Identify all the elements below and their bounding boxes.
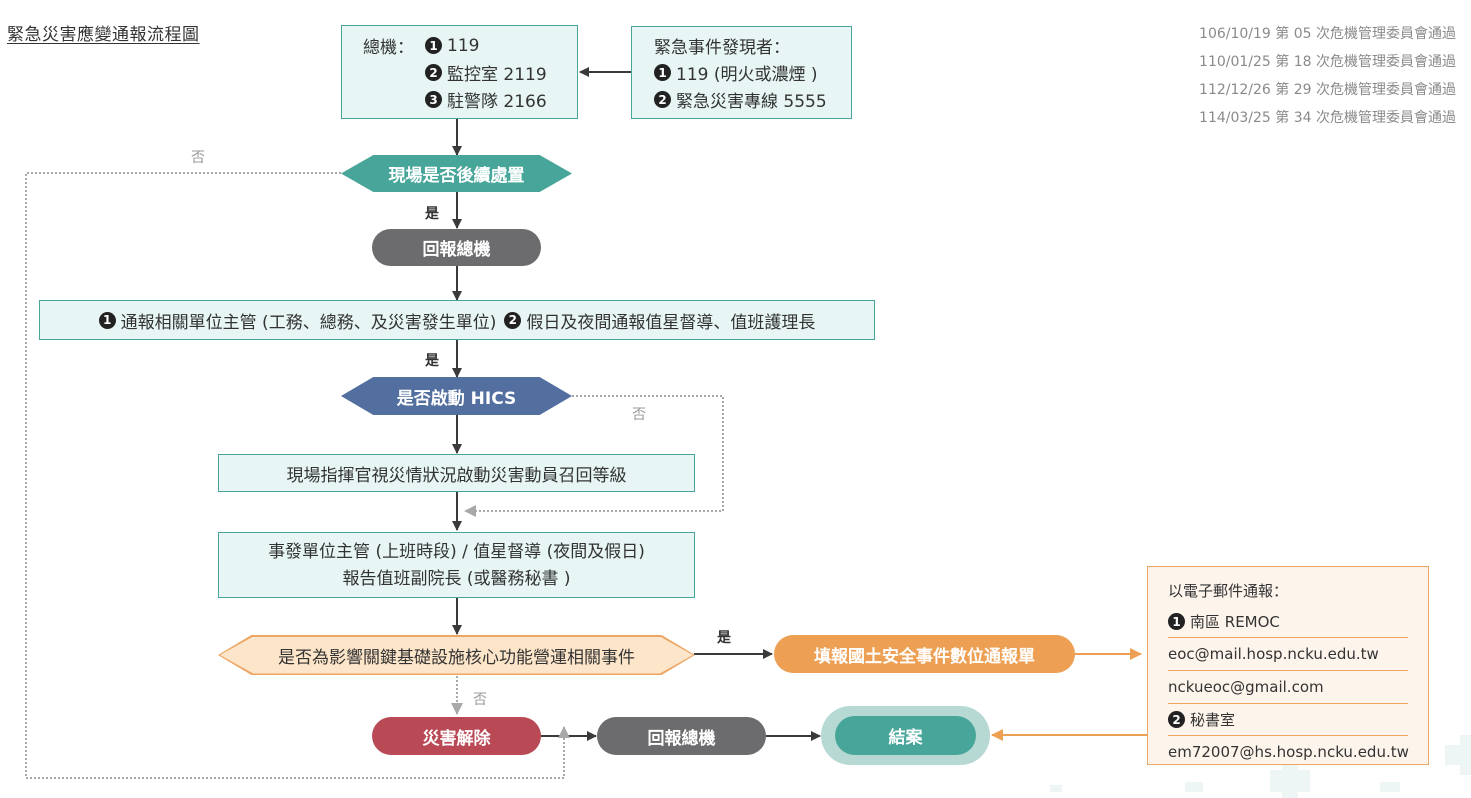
switchboard-item: 監控室 2119 — [447, 65, 547, 85]
vp-report-box: 事發單位主管 (上班時段) / 值星督導 (夜間及假日) 報告值班副院長 (或醫… — [218, 532, 695, 598]
number-badge-icon: 2 — [504, 311, 522, 329]
commander-box: 現場指揮官視災情狀況啟動災害動員召回等級 — [218, 454, 695, 492]
notify-box: 1 通報相關單位主管 (工務、總務、及災害發生單位) 2 假日及夜間通報值星督導… — [39, 300, 875, 340]
number-badge-icon: 1 — [98, 311, 116, 329]
node-label: 回報總機 — [422, 240, 491, 260]
node-report-switchboard[interactable]: 回報總機 — [372, 229, 541, 266]
decision-label: 是否為影響關鍵基礎設施核心功能營運相關事件 — [278, 647, 635, 668]
discoverer-item: 119 (明火或濃煙 ) — [676, 65, 818, 85]
node-label: 回報總機 — [647, 728, 716, 749]
discoverer-item: 緊急災害專線 5555 — [676, 92, 827, 112]
discoverer-label: 緊急事件發現者： — [654, 38, 790, 58]
decorative-cross — [1185, 782, 1203, 792]
email-address-link[interactable]: nckueoc@gmail.com — [1168, 678, 1324, 696]
revision-note: 106/10/19 第 05 次危機管理委員會通過 — [1199, 26, 1456, 42]
decision-hics[interactable]: 是否啟動 HICS — [341, 377, 572, 415]
switchboard-label: 總機： — [363, 38, 414, 58]
node-label: 結案 — [888, 728, 923, 748]
decorative-cross — [1282, 758, 1298, 798]
email-address-link[interactable]: em72007@hs.hosp.ncku.edu.tw — [1168, 742, 1409, 761]
vp-report-line-1: 事發單位主管 (上班時段) / 值星督導 (夜間及假日) — [268, 542, 645, 562]
revision-note: 112/12/26 第 29 次危機管理委員會通過 — [1199, 82, 1456, 98]
edge-label-yes: 是 — [717, 630, 731, 646]
number-badge-icon: 3 — [425, 91, 442, 108]
decorative-cross — [1380, 782, 1400, 792]
edge-followup-no-loop — [25, 172, 570, 779]
revision-note: 114/03/25 第 34 次危機管理委員會通過 — [1199, 110, 1456, 126]
email-header: 以電子郵件通報： — [1168, 582, 1289, 600]
email-notification-box: 以電子郵件通報： 1 南區 REMOC eoc@mail.hosp.ncku.e… — [1147, 566, 1429, 765]
decision-label: 是否啟動 HICS — [396, 388, 517, 409]
email-section-name: 南區 REMOC — [1190, 613, 1280, 631]
decorative-cross — [1460, 735, 1471, 775]
switchboard-item: 119 — [447, 35, 480, 56]
edge-label-no: 否 — [632, 407, 646, 423]
number-badge-icon: 2 — [425, 64, 442, 81]
node-fill-form[interactable]: 填報國土安全事件數位通報單 — [774, 635, 1075, 673]
page-title: 緊急災害應變通報流程圖 — [7, 25, 200, 45]
node-label: 填報國土安全事件數位通報單 — [814, 646, 1035, 667]
edge-label-yes: 是 — [425, 353, 439, 369]
notify-text-1: 通報相關單位主管 (工務、總務、及災害發生單位) — [120, 312, 497, 333]
number-badge-icon: 1 — [1168, 613, 1185, 630]
revision-note: 110/01/25 第 18 次危機管理委員會通過 — [1199, 54, 1456, 70]
email-address-link[interactable]: eoc@mail.hosp.ncku.edu.tw — [1168, 645, 1379, 663]
number-badge-icon: 2 — [654, 91, 671, 108]
number-badge-icon: 1 — [654, 64, 671, 81]
decision-onsite-followup[interactable]: 現場是否後續處置 — [341, 155, 572, 192]
edge-hics-no-loop — [464, 395, 724, 517]
vp-report-line-2: 報告值班副院長 (或醫務秘書 ) — [342, 569, 571, 589]
node-label: 災害解除 — [422, 728, 491, 749]
node-close-case[interactable]: 結案 — [835, 716, 976, 755]
switchboard-item: 駐警隊 2166 — [447, 92, 547, 112]
node-disaster-cleared[interactable]: 災害解除 — [372, 717, 541, 755]
email-section-name: 秘書室 — [1190, 711, 1236, 729]
decision-infrastructure[interactable]: 是否為影響關鍵基礎設施核心功能營運相關事件 — [218, 635, 695, 675]
switchboard-box: 總機： 1 119 2 監控室 2119 3 駐警隊 2166 — [341, 25, 578, 119]
number-badge-icon: 1 — [425, 37, 442, 54]
notify-text-2: 假日及夜間通報值星督導、值班護理長 — [526, 312, 816, 333]
edge-label-yes: 是 — [425, 206, 439, 222]
decorative-cross — [1050, 785, 1062, 792]
edge-label-no: 否 — [191, 150, 205, 166]
commander-text: 現場指揮官視災情狀況啟動災害動員召回等級 — [286, 465, 627, 486]
discoverer-box: 緊急事件發現者： 1 119 (明火或濃煙 ) 2 緊急災害專線 5555 — [631, 26, 852, 119]
node-report-switchboard-final[interactable]: 回報總機 — [597, 717, 766, 755]
decision-label: 現場是否後續處置 — [388, 166, 525, 186]
number-badge-icon: 2 — [1168, 711, 1185, 728]
edge-label-no: 否 — [473, 692, 487, 708]
